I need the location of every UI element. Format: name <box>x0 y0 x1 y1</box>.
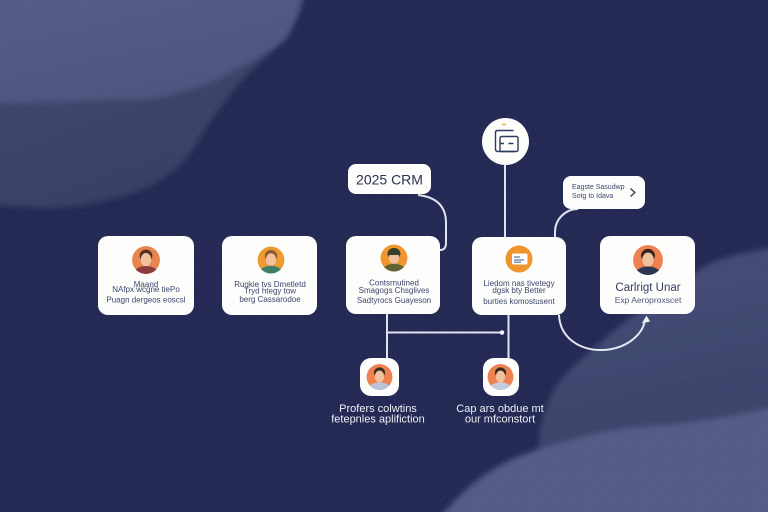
svg-text:Smagogs Chsglives: Smagogs Chsglives <box>359 286 430 295</box>
svg-text:Exp Aeroproxscet: Exp Aeroproxscet <box>615 295 682 305</box>
svg-text:dgsk bty Better: dgsk bty Better <box>492 286 546 295</box>
svg-text:Rugkie tvs Dmetletd: Rugkie tvs Dmetletd <box>234 280 306 289</box>
svg-text:berg Cassarodoe: berg Cassarodoe <box>239 295 301 304</box>
svg-text:Cap ars obdue mt: Cap ars obdue mt <box>456 403 543 415</box>
svg-text:Carlrigt Unar: Carlrigt Unar <box>615 282 680 294</box>
svg-text:Sadtyrocs Guayeson: Sadtyrocs Guayeson <box>357 296 431 305</box>
svg-text:our mfconstort: our mfconstort <box>465 414 535 426</box>
svg-text:Eagste Sasudwp: Eagste Sasudwp <box>572 184 625 191</box>
svg-text:Liedom nas tivetegy: Liedom nas tivetegy <box>483 279 554 288</box>
svg-text:burties komostusent: burties komostusent <box>483 297 555 306</box>
svg-text:2025 CRM: 2025 CRM <box>356 172 423 188</box>
svg-text:Puagn dergeos eoscsl: Puagn dergeos eoscsl <box>106 296 185 305</box>
svg-text:Contsrnutined: Contsrnutined <box>369 279 419 288</box>
svg-text:fetepnles aplifiction: fetepnles aplifiction <box>331 414 425 426</box>
svg-text:NAfpx wcgne tiePo: NAfpx wcgne tiePo <box>112 285 180 294</box>
svg-text:Profers colwtins: Profers colwtins <box>339 403 417 415</box>
svg-text:Maand: Maand <box>134 280 158 289</box>
svg-text:Tryd htegy tow: Tryd htegy tow <box>244 287 296 296</box>
svg-text:Sotg to Idava: Sotg to Idava <box>572 193 613 200</box>
